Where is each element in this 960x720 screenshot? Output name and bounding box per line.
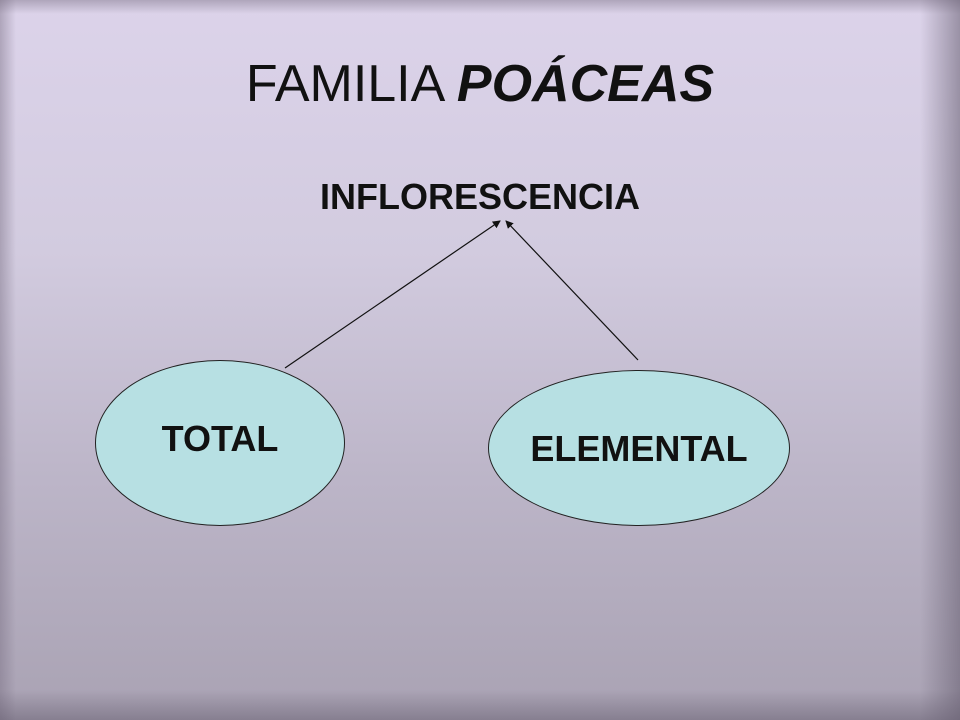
title-emphasis: POÁCEAS <box>456 55 715 113</box>
slide-title: FAMILIA POÁCEAS <box>0 55 960 113</box>
node-elemental-label: ELEMENTAL <box>530 428 748 469</box>
frame-shadow-bottom <box>0 690 960 720</box>
title-prefix: FAMILIA <box>245 55 457 113</box>
frame-shadow-right <box>920 0 960 720</box>
node-total: TOTAL <box>95 360 345 526</box>
arrow-total-to-inflorescencia <box>284 220 501 369</box>
diagram-root-label: INFLORESCENCIA <box>319 176 640 217</box>
node-elemental: ELEMENTAL <box>488 370 790 526</box>
node-total-label: TOTAL <box>161 418 279 459</box>
frame-shadow-top <box>0 0 960 14</box>
arrow-elemental-to-inflorescencia <box>505 220 639 361</box>
frame-shadow-left <box>0 0 16 720</box>
